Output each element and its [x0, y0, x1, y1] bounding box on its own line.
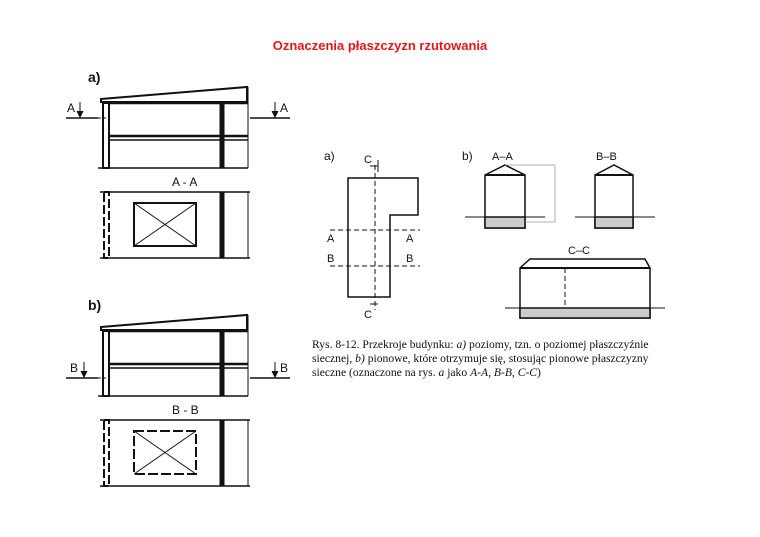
page-title: Oznaczenia płaszczyzn rzutowania	[272, 38, 488, 53]
caption-a-ref: a	[438, 366, 445, 379]
cut-label-left: B	[70, 361, 78, 375]
caption-b: b)	[355, 352, 365, 365]
cut-label-left: A	[67, 101, 75, 115]
caption-a: a)	[456, 338, 467, 351]
label-a: a)	[88, 69, 100, 85]
a-right-label: A	[406, 233, 414, 245]
caption-refs: A-A, B-B, C-C	[470, 366, 538, 379]
figure-caption: Rys. 8-12. Przekroje budynku: a) poziomy…	[312, 338, 682, 380]
cut-label-right: B	[280, 361, 288, 375]
caption-prefix: Rys. 8-12. Przekroje budynku:	[312, 338, 457, 351]
b-right-label: B	[406, 253, 413, 265]
right-figure-a: a) C C A A B B	[324, 149, 420, 321]
caption-text: pionowe, które otrzymuje się, stosując p…	[312, 352, 649, 379]
c-bottom-label: C	[364, 309, 372, 321]
section-label: B - B	[172, 403, 199, 417]
caption-text: poziomy, tzn. o poziomej płaszczyźnie si…	[312, 338, 649, 365]
b-left-label: B	[327, 253, 334, 265]
label-b: b)	[462, 149, 473, 163]
left-figure-b: b) B B B - B	[66, 297, 290, 487]
cut-label-right: A	[280, 101, 288, 115]
label-a: a)	[324, 149, 335, 163]
section-aa-label: A–A	[492, 151, 513, 163]
c-top-label: C	[364, 154, 372, 166]
section-cc-label: C–C	[568, 245, 590, 257]
caption-text: jako	[444, 366, 471, 379]
caption-end: )	[537, 366, 541, 379]
left-figure-a: a) A A A - A	[66, 69, 290, 259]
section-label: A - A	[172, 175, 197, 189]
right-figure-b: b) A–A B–B C–C	[462, 149, 665, 319]
a-left-label: A	[327, 233, 335, 245]
label-b: b)	[88, 297, 101, 313]
section-bb-label: B–B	[596, 151, 617, 163]
